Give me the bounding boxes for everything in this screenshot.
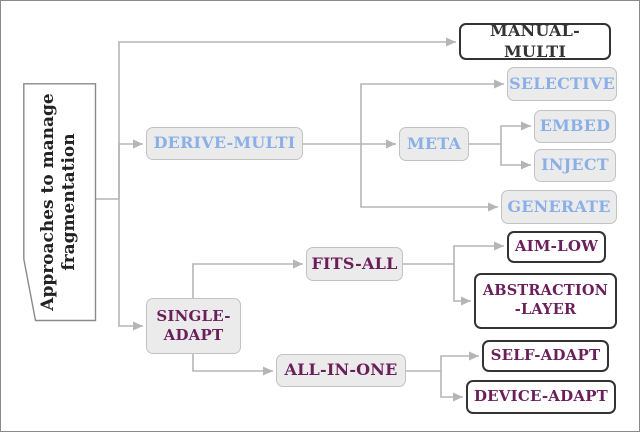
node-single-adapt: SINGLE- ADAPT <box>146 298 241 354</box>
edge-derive-selective <box>360 79 504 144</box>
node-device-adapt: DEVICE-ADAPT <box>466 380 616 414</box>
node-fits-all: FITS-ALL <box>306 247 403 281</box>
node-manual-multi: MANUAL-MULTI <box>459 21 611 61</box>
edge-root-single-adapt <box>118 199 143 331</box>
edge-meta-embed <box>500 121 531 144</box>
edge-fits-aim-low <box>453 241 504 264</box>
root-box-border <box>23 83 97 322</box>
root-box <box>23 83 96 321</box>
node-meta: META <box>399 127 469 161</box>
node-self-adapt: SELF-ADAPT <box>482 340 609 372</box>
node-all-in-one: ALL-IN-ONE <box>276 354 406 387</box>
node-generate: GENERATE <box>501 190 617 224</box>
node-selective: SELECTIVE <box>507 67 617 101</box>
node-derive-multi: DERIVE-MULTI <box>146 127 303 160</box>
edge-root-derive-multi <box>118 139 143 199</box>
edge-meta-inject <box>500 144 531 170</box>
edge-derive-generate <box>360 144 498 212</box>
edge-allinone-device-adapt <box>440 371 463 402</box>
edge-allinone-self-adapt <box>440 351 479 371</box>
edge-single-all-in-one <box>192 354 273 376</box>
node-embed: EMBED <box>534 110 616 143</box>
edge-fits-abstraction <box>453 264 471 306</box>
edge-root-manual-multi <box>118 37 456 199</box>
edge-single-fits-all <box>192 259 303 298</box>
root-label: Approaches to manage fragmentation <box>37 93 79 311</box>
node-inject: INJECT <box>534 149 616 182</box>
node-aim-low: AIM-LOW <box>507 231 606 263</box>
node-abstraction-layer: ABSTRACTION -LAYER <box>474 273 617 329</box>
